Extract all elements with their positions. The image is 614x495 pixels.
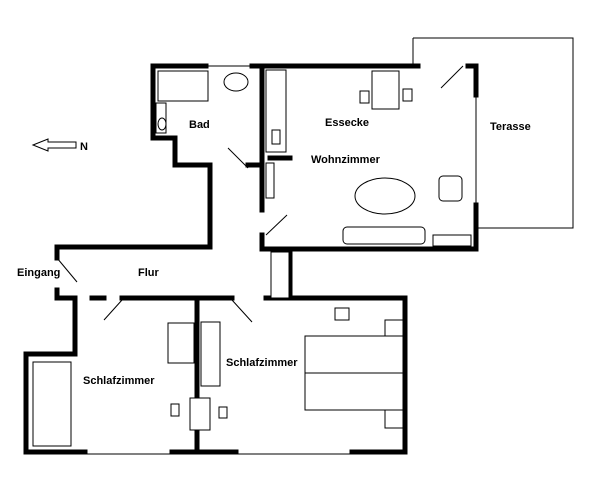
room-label-essecke: Essecke [325, 117, 369, 129]
arrow-icon [31, 138, 77, 152]
living-furniture [342, 70, 472, 247]
bedroom-right-furniture [200, 307, 404, 429]
bathroom-walls [150, 63, 265, 213]
chair [170, 403, 180, 417]
wardrobe [167, 322, 195, 364]
living-walls [259, 63, 479, 252]
room-label-wohnzimmer: Wohnzimmer [311, 154, 381, 166]
sofa [342, 226, 426, 245]
room-label-eingang: Eingang [17, 267, 60, 279]
bathtub [157, 70, 209, 102]
sink [223, 72, 249, 92]
nightstand [384, 319, 404, 337]
bedroom-left-furniture [32, 322, 228, 447]
built-in [265, 69, 290, 299]
room-label-schlafzimmer-left: Schlafzimmer [83, 375, 155, 387]
desk [189, 397, 211, 431]
room-label-schlafzimmer-right: Schlafzimmer [226, 357, 298, 369]
north-arrow: N [31, 138, 88, 153]
nightstand [384, 409, 404, 429]
windows [85, 65, 477, 455]
chair [218, 406, 228, 419]
wardrobe [200, 321, 221, 387]
room-label-terasse: Terasse [490, 121, 531, 133]
coffee-table [354, 177, 416, 215]
dining-table [371, 70, 400, 110]
hallway-walls [54, 162, 408, 455]
sideboard [432, 234, 472, 247]
nightstand [334, 307, 350, 321]
room-label-bad: Bad [189, 119, 210, 131]
toilet-bowl [157, 117, 167, 131]
chair [402, 88, 413, 102]
terrace-outline [412, 37, 574, 229]
bathroom-fixtures [155, 70, 249, 134]
chair [359, 90, 370, 104]
compass-label: N [80, 141, 88, 153]
door-swings [56, 65, 464, 323]
armchair [438, 175, 463, 202]
bed [32, 361, 72, 447]
room-label-flur: Flur [138, 267, 159, 279]
